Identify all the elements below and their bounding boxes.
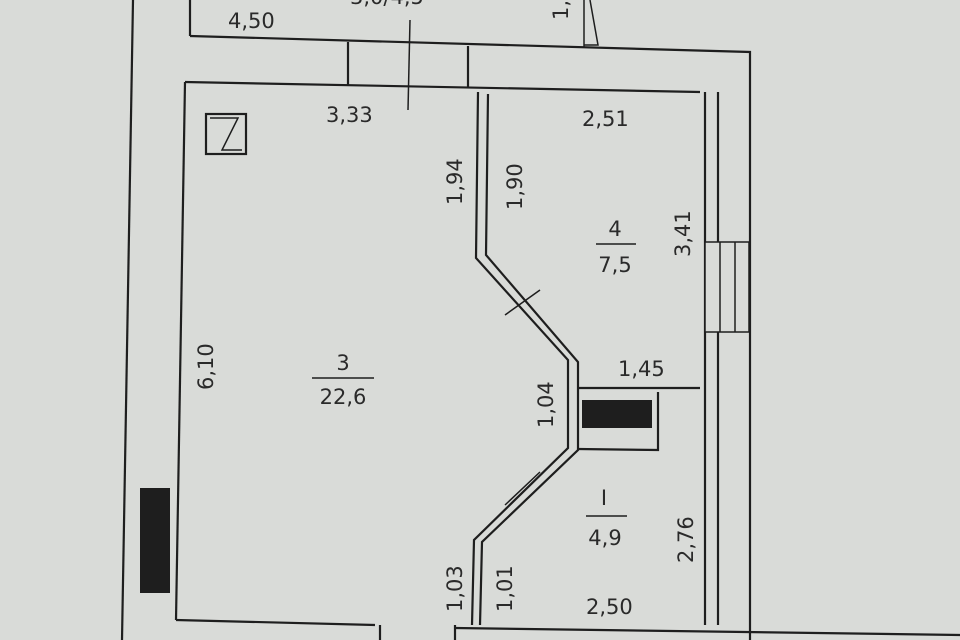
top-right-partial-label: 1, (549, 0, 573, 20)
dim-top-width: 4,50 (228, 9, 275, 33)
room-3-label: 3 22,6 (312, 351, 374, 409)
svg-text:22,6: 22,6 (320, 385, 367, 409)
dim-roomI-right: 2,76 (674, 516, 698, 563)
labels: 3,0/4,5 1, 4,50 3,33 2,51 1,94 1,90 3,41… (194, 0, 698, 619)
svg-text:7,5: 7,5 (598, 253, 631, 277)
dim-wall-mid: 1,04 (534, 381, 558, 428)
dim-room3-top: 3,33 (326, 103, 373, 127)
dim-bottom-left-b: 1,01 (493, 565, 517, 612)
dim-closet-top: 1,45 (618, 357, 665, 381)
walls (120, 0, 960, 640)
room-I-label: I 4,9 (586, 486, 627, 550)
window-right (704, 241, 750, 333)
heater-icon (140, 488, 170, 593)
dim-room3-left: 6,10 (194, 343, 218, 390)
dim-bottom-left-a: 1,03 (443, 565, 467, 612)
dim-wall-left-b: 1,90 (503, 163, 527, 210)
radiator-icon (582, 400, 652, 428)
dim-room4-right: 3,41 (671, 210, 695, 257)
top-partial-label: 3,0/4,5 (350, 0, 424, 9)
dim-roomI-bottom: 2,50 (586, 595, 633, 619)
svg-text:4: 4 (608, 217, 621, 241)
svg-text:3: 3 (336, 351, 349, 375)
room-4-label: 4 7,5 (596, 217, 636, 277)
dim-room4-top: 2,51 (582, 107, 629, 131)
svg-text:I: I (601, 486, 607, 510)
svg-text:4,9: 4,9 (588, 526, 621, 550)
dim-wall-left-a: 1,94 (443, 158, 467, 205)
stove-icon (204, 112, 248, 156)
